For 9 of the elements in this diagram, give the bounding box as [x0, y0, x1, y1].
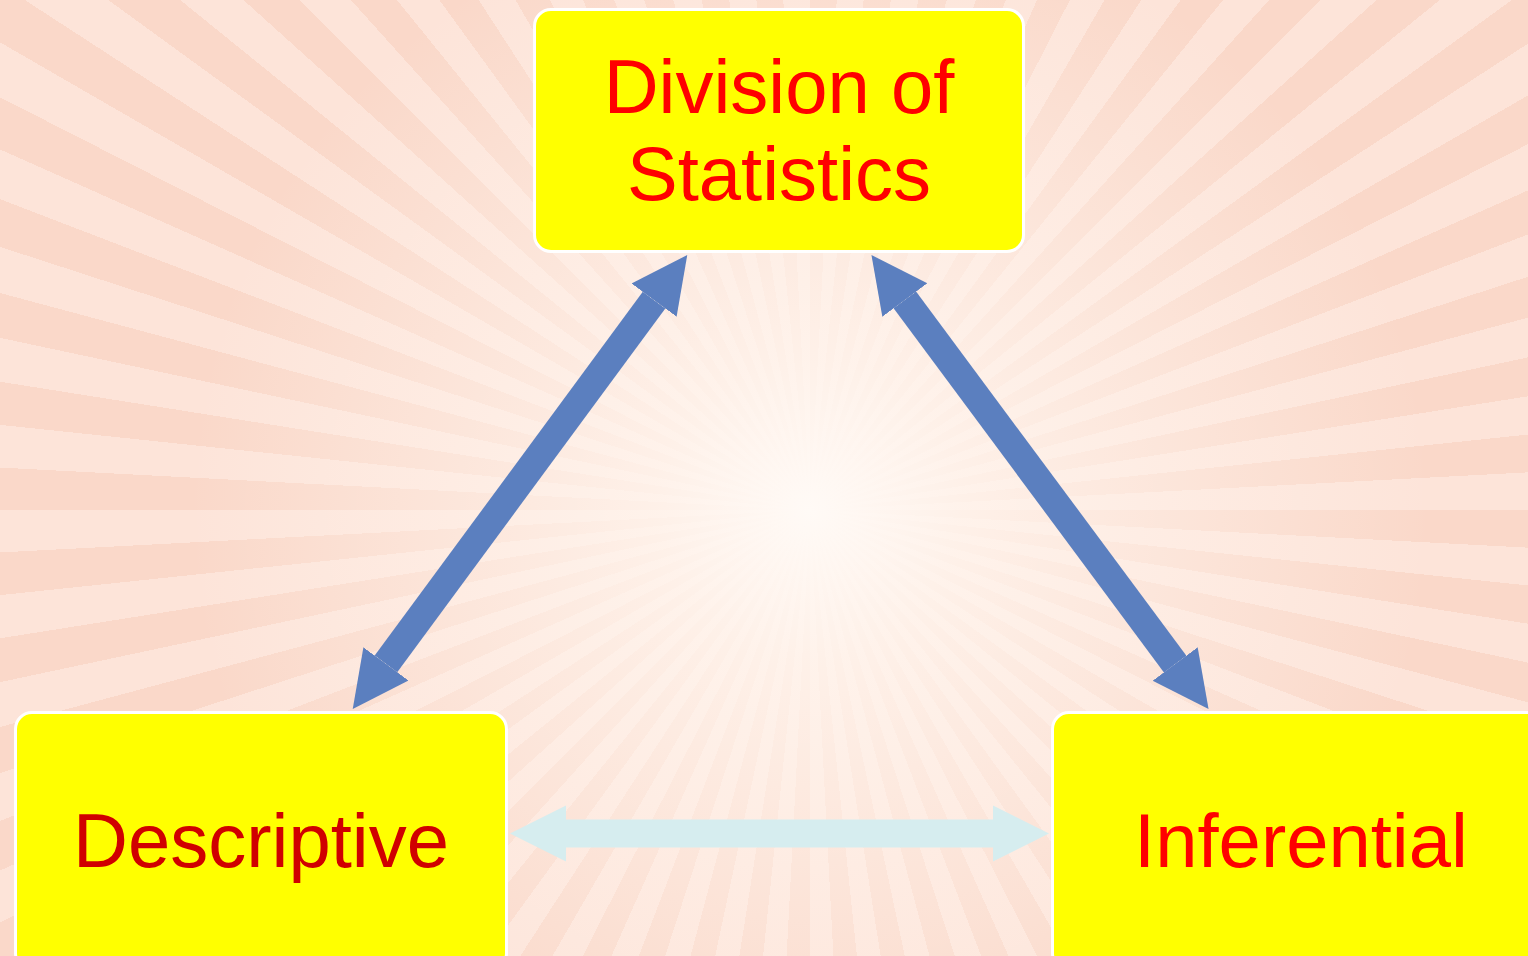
box-label: Inferential: [1134, 797, 1468, 885]
double-arrow: [352, 255, 688, 709]
double-arrow: [871, 255, 1209, 709]
process-box: [14, 711, 508, 956]
double-arrow: [510, 805, 1049, 862]
process-box: [533, 8, 1025, 253]
box-label: Division of Statistics: [602, 43, 956, 218]
process-box: [1051, 711, 1528, 956]
box-label: Descriptive: [73, 797, 449, 885]
